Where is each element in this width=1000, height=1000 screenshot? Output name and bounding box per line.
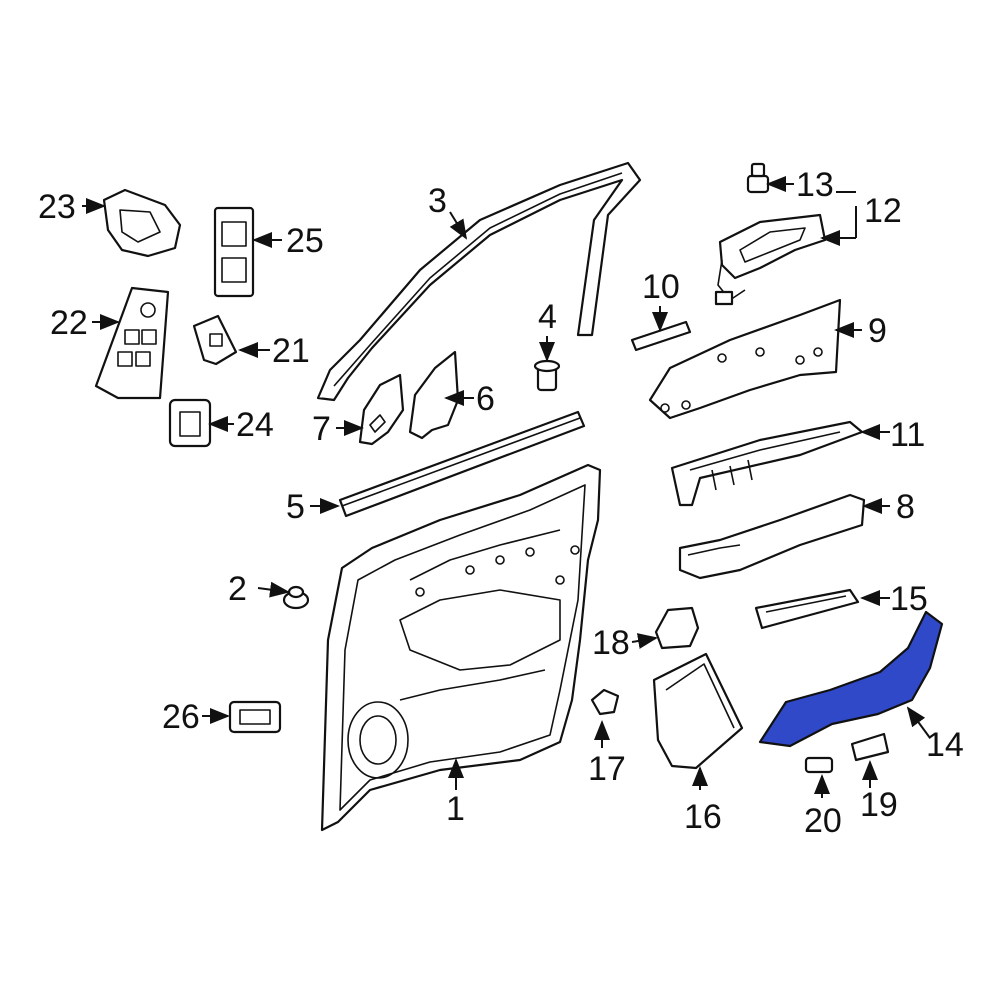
part-21-switch[interactable] xyxy=(192,314,238,366)
leader-lines xyxy=(82,176,931,798)
callout-16: 16 xyxy=(684,798,722,836)
callout-23: 23 xyxy=(38,188,76,226)
part-22-window-switch[interactable] xyxy=(94,286,170,400)
callout-1: 1 xyxy=(446,790,465,828)
part-16-cover-panel[interactable] xyxy=(652,652,744,770)
callout-4: 4 xyxy=(538,298,557,336)
part-8-armrest[interactable] xyxy=(678,493,866,580)
callout-13: 13 xyxy=(796,166,834,204)
part-15-trim[interactable] xyxy=(754,588,860,630)
callout-19: 19 xyxy=(860,786,898,824)
part-1-door-panel[interactable] xyxy=(320,463,602,832)
part-6-trim[interactable] xyxy=(408,350,460,440)
callout-10: 10 xyxy=(642,268,680,306)
callout-17: 17 xyxy=(588,750,626,788)
part-12-door-handle[interactable] xyxy=(714,213,827,306)
part-7-trim[interactable] xyxy=(358,373,405,446)
callout-24: 24 xyxy=(236,406,274,444)
part-25-switch-panel[interactable] xyxy=(213,206,255,298)
callout-25: 25 xyxy=(286,222,324,260)
part-5-belt-strip[interactable] xyxy=(338,410,586,518)
part-19-cap[interactable] xyxy=(850,732,890,762)
callout-8: 8 xyxy=(896,488,915,526)
callout-9: 9 xyxy=(868,312,887,350)
part-9-carrier[interactable] xyxy=(648,298,842,420)
callout-6: 6 xyxy=(476,380,495,418)
part-10-trim[interactable] xyxy=(630,320,692,352)
part-23-seat-switch[interactable] xyxy=(102,188,182,258)
callout-11: 11 xyxy=(890,416,925,454)
callout-12: 12 xyxy=(864,192,902,230)
callout-7: 7 xyxy=(312,410,331,448)
callout-5: 5 xyxy=(286,488,305,526)
callout-14: 14 xyxy=(926,726,964,764)
callout-26: 26 xyxy=(162,698,200,736)
part-17-fastener[interactable] xyxy=(590,688,620,716)
part-11-armrest-trim[interactable] xyxy=(670,420,864,507)
part-4-clip[interactable] xyxy=(533,359,561,392)
callout-labels: 1 2 3 4 5 6 7 8 9 10 11 12 13 14 15 16 1… xyxy=(38,166,964,840)
callout-22: 22 xyxy=(50,304,88,342)
callout-20: 20 xyxy=(804,802,842,840)
part-14-door-pocket[interactable] xyxy=(758,610,944,748)
part-2-clip[interactable] xyxy=(282,585,310,610)
part-20-cap[interactable] xyxy=(804,756,834,774)
callout-15: 15 xyxy=(890,580,928,618)
callout-3: 3 xyxy=(428,182,447,220)
part-24-switch[interactable] xyxy=(168,398,212,448)
callout-18: 18 xyxy=(592,624,630,662)
callout-2: 2 xyxy=(228,570,247,608)
callout-21: 21 xyxy=(272,332,310,370)
part-3-window-frame[interactable] xyxy=(316,161,642,402)
part-13-fastener[interactable] xyxy=(746,162,770,194)
part-18-bracket[interactable] xyxy=(654,606,700,650)
part-26-switch[interactable] xyxy=(228,700,282,734)
